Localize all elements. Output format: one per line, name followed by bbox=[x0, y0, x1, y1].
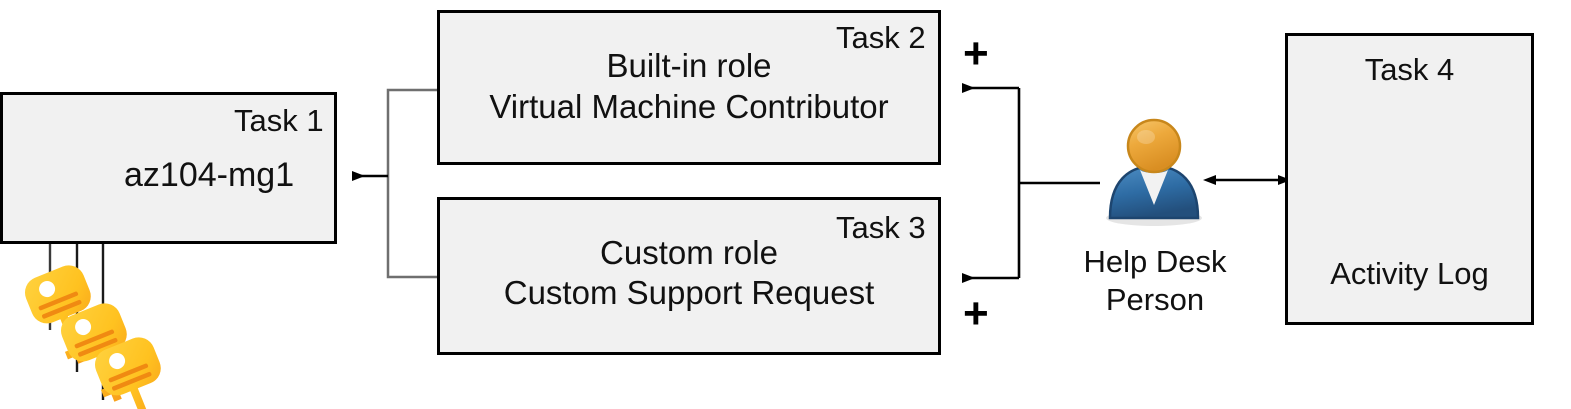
task-3-line-2: Custom Support Request bbox=[503, 274, 875, 311]
task-1-label: Task 1 bbox=[234, 103, 324, 138]
task-1-box[interactable] bbox=[0, 92, 337, 244]
activity-log-caption: Activity Log bbox=[1330, 256, 1489, 291]
task-2-line-1: Built-in role bbox=[606, 47, 772, 84]
task-3-line-1: Custom role bbox=[600, 234, 778, 271]
key-icon bbox=[94, 337, 161, 409]
management-group-name: az104-mg1 bbox=[124, 156, 295, 194]
key-icon-group bbox=[24, 265, 161, 409]
task-3-label: Task 3 bbox=[836, 210, 926, 245]
connector-person-to-roles bbox=[962, 83, 1100, 283]
task-2-line-2: Virtual Machine Contributor bbox=[489, 88, 889, 125]
task-3-box[interactable] bbox=[437, 197, 941, 355]
person-caption-line-1: Help Desk bbox=[1083, 244, 1227, 279]
plus-sign-top: + bbox=[963, 29, 989, 78]
person-caption-line-2: Person bbox=[1105, 282, 1205, 317]
task-4-box[interactable] bbox=[1285, 33, 1534, 325]
task-2-box[interactable] bbox=[437, 10, 941, 165]
task-4-label: Task 4 bbox=[1364, 52, 1455, 87]
task-2-label: Task 2 bbox=[836, 20, 926, 55]
connector-roles-to-mg bbox=[352, 88, 437, 279]
plus-sign-bottom: + bbox=[963, 289, 989, 338]
user-person-icon bbox=[1106, 118, 1202, 226]
